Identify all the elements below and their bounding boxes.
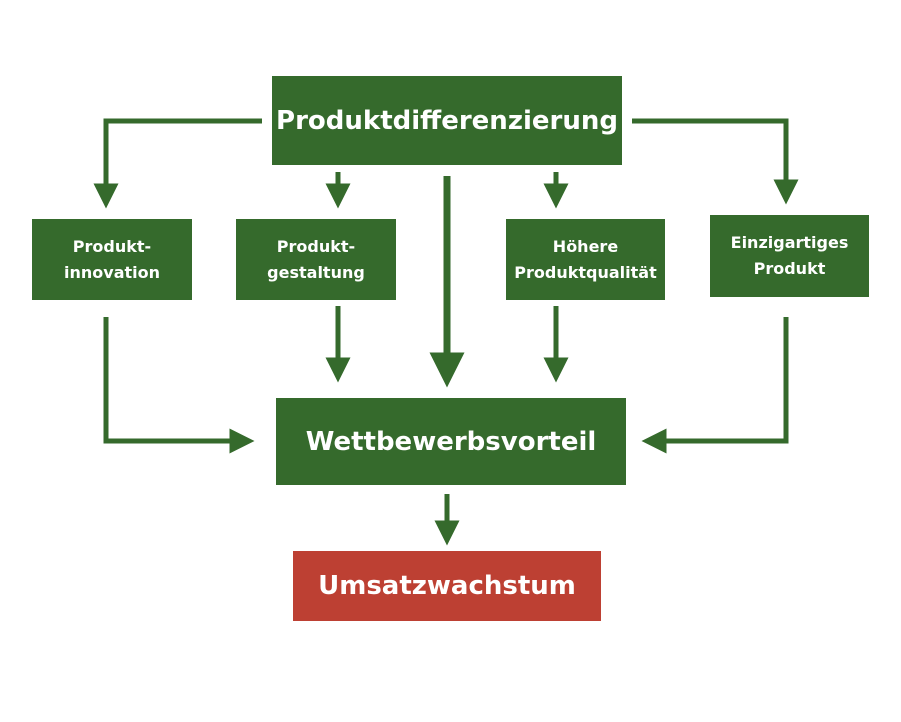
node-produktinnovation: Produkt- innovation bbox=[32, 219, 192, 300]
node-produktinnovation-line2: innovation bbox=[64, 262, 160, 282]
node-einzigartiges-produkt-line1: Einzigartiges bbox=[730, 233, 849, 252]
node-produktinnovation-line1: Produkt- bbox=[72, 236, 152, 256]
node-produktgestaltung-line1: Produkt- bbox=[276, 236, 356, 256]
node-produktqualitaet-line2: Produktqualität bbox=[514, 262, 657, 282]
node-produktgestaltung: Produkt- gestaltung bbox=[236, 219, 396, 300]
node-wettbewerbsvorteil: Wettbewerbsvorteil bbox=[276, 398, 626, 485]
node-produktdifferenzierung: Produktdifferenzierung bbox=[272, 76, 622, 165]
node-einzigartiges-produkt: Einzigartiges Produkt bbox=[710, 215, 869, 297]
arrow-top-to-innovation bbox=[93, 118, 262, 209]
node-produktdifferenzierung-label: Produktdifferenzierung bbox=[276, 105, 618, 136]
arrow-innovation-to-wettbewerb bbox=[103, 317, 255, 454]
node-produktqualitaet-line1: Höhere bbox=[552, 236, 619, 256]
node-umsatzwachstum: Umsatzwachstum bbox=[293, 551, 601, 621]
node-umsatzwachstum-label: Umsatzwachstum bbox=[318, 571, 576, 601]
node-einzigartiges-produkt-line2: Produkt bbox=[753, 259, 826, 278]
node-wettbewerbsvorteil-label: Wettbewerbsvorteil bbox=[305, 426, 597, 457]
arrow-top-to-einzigartig bbox=[632, 118, 799, 205]
arrow-einzigartig-to-wettbewerb bbox=[641, 317, 789, 454]
node-produktqualitaet: Höhere Produktqualität bbox=[506, 219, 665, 300]
node-produktgestaltung-line2: gestaltung bbox=[267, 262, 365, 282]
